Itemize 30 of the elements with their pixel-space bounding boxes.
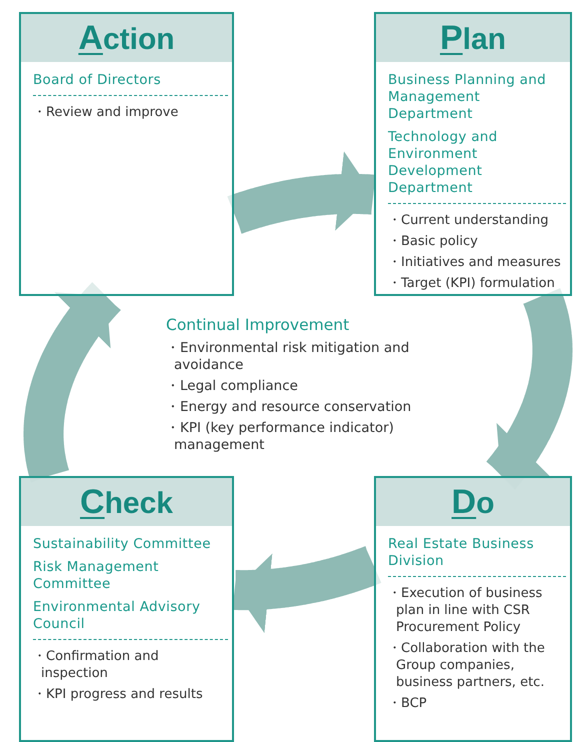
phase-title: Action xyxy=(78,18,175,58)
bullet-item: ・KPI (key performance indicator) management xyxy=(166,420,395,454)
phase-card xyxy=(19,12,234,296)
phase-card xyxy=(19,476,234,742)
bullet-item: ・Initiatives and measures xyxy=(388,254,562,271)
department-name: Technology and Environment Development Department xyxy=(388,129,499,197)
bullet-item: ・Basic policy xyxy=(388,233,479,250)
phase-card xyxy=(374,12,572,296)
bullet-item: ・Execution of business plan in line with CSR Procurement Policy xyxy=(388,585,544,636)
bullet-item: ・Energy and resource conservation xyxy=(166,399,412,416)
department-name: Sustainability Committee xyxy=(33,536,212,553)
bullet-item: ・BCP xyxy=(388,695,428,712)
phase-card xyxy=(374,476,572,742)
bullet-item: ・Confirmation and inspection xyxy=(33,648,160,682)
phase-title: Check xyxy=(80,482,173,522)
department-name: Risk Management Committee xyxy=(33,559,160,593)
bullet-item: ・Environmental risk mitigation and avoidance xyxy=(166,340,410,374)
bullet-item: ・Collaboration with the Group companies, business partners, etc. xyxy=(388,640,546,691)
center-heading: Continual Improvement xyxy=(166,316,350,334)
department-name: Real Estate Business Division xyxy=(388,536,535,570)
bullet-item: ・KPI progress and results xyxy=(33,686,204,703)
department-name: Business Planning and Management Department xyxy=(388,72,547,123)
bullet-item: ・Current understanding xyxy=(388,212,550,229)
department-name: Environmental Advisory Council xyxy=(33,599,202,633)
phase-title: Do xyxy=(452,482,494,522)
bullet-item: ・Review and improve xyxy=(33,104,180,121)
department-name: Board of Directors xyxy=(33,72,162,89)
bullet-item: ・Legal compliance xyxy=(166,378,299,395)
bullet-item: ・Target (KPI) formulation xyxy=(388,275,556,292)
phase-title: Plan xyxy=(440,18,506,58)
